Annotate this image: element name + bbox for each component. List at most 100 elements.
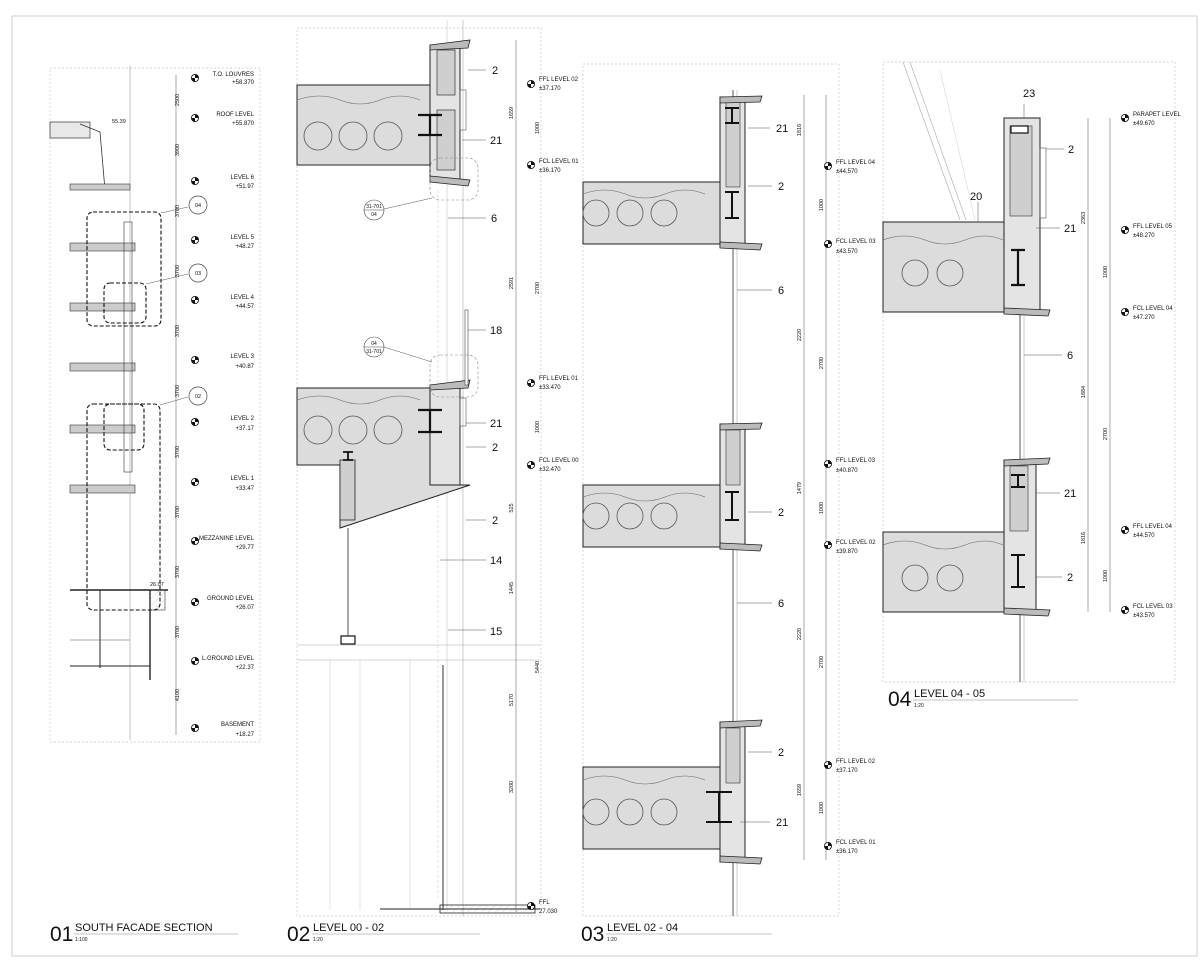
dimension-label: 3200 xyxy=(509,781,515,793)
panel-04-level-04-05: 23 2 20 21 6 21 2 2363 1000 1884 2700 18… xyxy=(882,61,1181,683)
dimension-label: 3700 xyxy=(175,205,181,217)
svg-text:±44.570: ±44.570 xyxy=(1133,533,1155,539)
tag-label: 20 xyxy=(970,191,982,222)
panel-title: LEVEL 04 - 05 xyxy=(914,688,985,700)
detail-ref-bottom: 31-701 xyxy=(366,349,382,355)
svg-text:BASEMENT: BASEMENT xyxy=(221,722,254,728)
tag-label: 2 xyxy=(748,181,784,193)
dimension-label: 1479 xyxy=(797,482,803,494)
svg-text:±33.470: ±33.470 xyxy=(539,385,561,391)
svg-text:FFL LEVEL 04: FFL LEVEL 04 xyxy=(836,160,876,166)
level-marker: FFL 27.030 xyxy=(526,900,558,915)
spot-level: 26.07 xyxy=(150,582,164,588)
svg-text:±44.570: ±44.570 xyxy=(836,169,858,175)
dimension-label: 3700 xyxy=(175,566,181,578)
dimension-label: 2220 xyxy=(797,628,803,640)
level-marker: FCL LEVEL 03±43.570 xyxy=(1120,604,1173,619)
floor-slab-level-02 xyxy=(582,719,763,865)
svg-text:2: 2 xyxy=(1067,572,1073,584)
level-marker: GROUND LEVEL+26.07 xyxy=(190,596,255,611)
svg-text:±37.170: ±37.170 xyxy=(836,768,858,774)
svg-text:21: 21 xyxy=(1064,223,1076,235)
svg-text:+48.27: +48.27 xyxy=(235,244,254,250)
tag-label: 21 xyxy=(1036,488,1076,500)
level-marker: FFL LEVEL 02±37.170 xyxy=(526,77,579,92)
level-marker: FFL LEVEL 03±40.870 xyxy=(823,458,876,474)
title-block-01: 01 SOUTH FACADE SECTION 1:100 xyxy=(50,922,238,946)
svg-text:LEVEL 1: LEVEL 1 xyxy=(231,476,255,482)
svg-text:FFL: FFL xyxy=(539,900,550,906)
tag-label: 6 xyxy=(737,598,784,610)
svg-text:FFL LEVEL 01: FFL LEVEL 01 xyxy=(539,376,579,382)
level-marker: LEVEL 3+40.87 xyxy=(190,354,255,370)
svg-text:2: 2 xyxy=(492,515,498,527)
svg-text:±36.170: ±36.170 xyxy=(836,849,858,855)
panel-title: LEVEL 02 - 04 xyxy=(607,922,678,934)
dimension-label: 1000 xyxy=(535,421,541,433)
tag-label: 6 xyxy=(448,213,497,225)
svg-text:18: 18 xyxy=(490,325,502,337)
dimension-label: 3700 xyxy=(175,325,181,337)
dimension-label: 2700 xyxy=(535,282,541,294)
svg-text:+26.07: +26.07 xyxy=(235,605,254,611)
svg-text:2: 2 xyxy=(778,747,784,759)
svg-text:21: 21 xyxy=(1064,488,1076,500)
panel-number: 03 xyxy=(581,923,604,946)
panel-scale: 1:20 xyxy=(313,937,323,943)
svg-text:PARAPET LEVEL: PARAPET LEVEL xyxy=(1133,112,1181,118)
tag-label: 21 xyxy=(1036,223,1076,235)
svg-text:±48.270: ±48.270 xyxy=(1133,233,1155,239)
detail-ref-top: 04 xyxy=(371,341,377,347)
svg-text:14: 14 xyxy=(490,555,502,567)
svg-text:±47.270: ±47.270 xyxy=(1133,315,1155,321)
dimension-label: 1000 xyxy=(535,122,541,134)
svg-text:+37.17: +37.17 xyxy=(235,426,254,432)
dimension-label: 3700 xyxy=(175,265,181,277)
svg-text:2: 2 xyxy=(778,507,784,519)
callout-label: 03 xyxy=(195,271,201,277)
dimension-label: 2500 xyxy=(175,94,181,106)
panel-number: 02 xyxy=(287,923,310,946)
svg-text:±39.870: ±39.870 xyxy=(836,549,858,555)
level-marker: LEVEL 4+44.57 xyxy=(190,295,255,310)
svg-text:15: 15 xyxy=(490,626,502,638)
dimension-label: 4100 xyxy=(175,689,181,701)
panel-number: 04 xyxy=(888,688,912,711)
tag-label: 2 xyxy=(466,515,498,527)
svg-text:FCL LEVEL 02: FCL LEVEL 02 xyxy=(836,540,876,546)
svg-text:FCL LEVEL 00: FCL LEVEL 00 xyxy=(539,458,579,464)
callout-circle-02 xyxy=(188,386,208,406)
dimension-label: 2591 xyxy=(509,277,515,289)
dimension-label: 3700 xyxy=(175,506,181,518)
callout-circle-03 xyxy=(188,263,208,283)
tag-label: 6 xyxy=(1024,350,1073,362)
level-marker: FCL LEVEL 01±36.170 xyxy=(526,159,579,174)
svg-text:FCL LEVEL 01: FCL LEVEL 01 xyxy=(539,159,579,165)
tag-label: 2 xyxy=(748,507,784,519)
tag-label: 2 xyxy=(468,65,498,77)
level-marker: PARAPET LEVEL±49.670 xyxy=(1120,112,1181,127)
svg-text:LEVEL 3: LEVEL 3 xyxy=(231,354,255,360)
svg-text:6: 6 xyxy=(491,213,497,225)
tag-label: 18 xyxy=(468,325,502,337)
dimension-label: 3900 xyxy=(175,144,181,156)
tag-label: 6 xyxy=(737,285,784,297)
floor-slab-level-02 xyxy=(296,39,471,187)
panel-scale: 1:20 xyxy=(914,703,924,709)
svg-text:21: 21 xyxy=(776,817,788,829)
dimension-label: 1816 xyxy=(797,124,803,136)
tag-label: 2 xyxy=(1046,144,1074,156)
svg-text:FCL LEVEL 03: FCL LEVEL 03 xyxy=(1133,604,1173,610)
svg-text:21: 21 xyxy=(490,135,502,147)
svg-text:6: 6 xyxy=(778,285,784,297)
level-marker: BASEMENT+18.27 xyxy=(190,722,255,738)
svg-text:2: 2 xyxy=(778,181,784,193)
dimension-label: 1000 xyxy=(819,199,825,211)
svg-text:LEVEL 2: LEVEL 2 xyxy=(231,416,255,422)
detail-ref-top: 31-701 xyxy=(366,204,382,210)
svg-text:+22.37: +22.37 xyxy=(235,665,254,671)
svg-text:ROOF LEVEL: ROOF LEVEL xyxy=(216,112,254,118)
svg-text:27.030: 27.030 xyxy=(539,909,558,915)
floor-slab-level-04 xyxy=(582,95,763,251)
level-marker: LEVEL 2 +37.17 xyxy=(190,416,255,432)
